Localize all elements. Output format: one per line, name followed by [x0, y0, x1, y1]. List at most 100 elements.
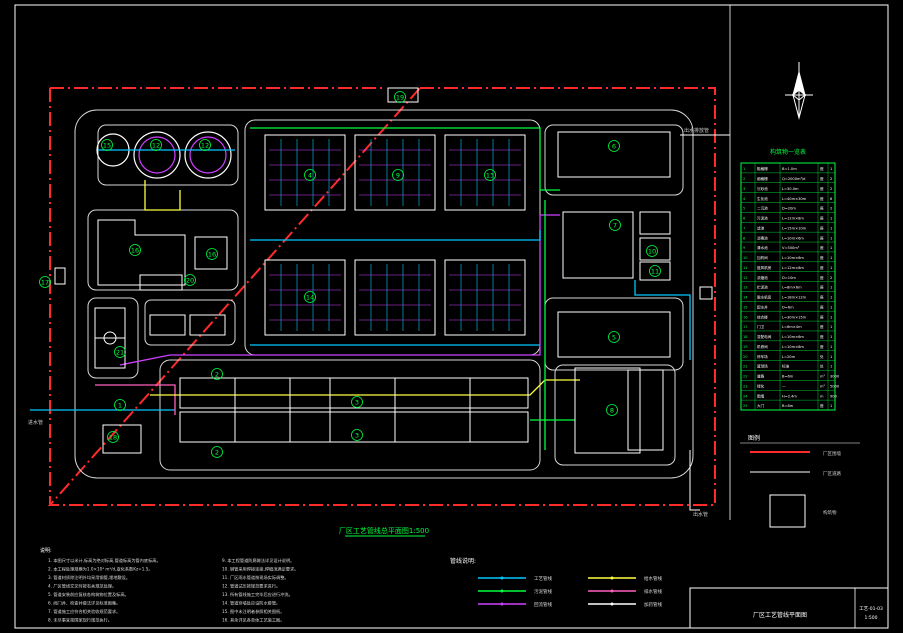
table-cell: 清水池 — [757, 245, 768, 250]
table-cell: H=2.4m — [782, 394, 797, 398]
table-cell: 绿化 — [757, 383, 765, 388]
table-cell: 18 — [743, 335, 748, 339]
title-block — [689, 587, 889, 629]
table-cell: m² — [820, 384, 826, 388]
note-line: 9. 本工程管道防腐做法详见设计说明。 — [222, 557, 294, 564]
table-cell: 座 — [820, 324, 824, 329]
table-cell: L=10m×6m — [782, 335, 804, 339]
table-cell: m — [820, 394, 824, 398]
pipe-legend-title: 管线说明: — [450, 557, 476, 565]
title-block-number: 工艺-01-03 — [859, 606, 883, 612]
table-cell: 10 — [743, 256, 748, 260]
unit-label: 10 — [648, 248, 656, 256]
table-cell: 座 — [820, 206, 824, 211]
table-cell: 座 — [820, 344, 824, 349]
grit-channels — [179, 377, 529, 443]
table-cell: 座 — [820, 285, 824, 290]
table-cell: 滤池 — [757, 225, 765, 230]
table-cell: 4 — [743, 197, 746, 201]
unit-marker-u14: 14 — [304, 291, 316, 303]
table-cell: 座 — [820, 275, 824, 280]
note-line: 14. 管道穿墙处应设防水套管。 — [222, 600, 280, 607]
unit-marker-u12b: 12 — [199, 139, 211, 151]
table-cell: 6 — [830, 197, 833, 201]
table-cell: 13 — [743, 286, 748, 290]
unit-marker-u1: 1 — [114, 399, 126, 411]
table-cell: 3000 — [830, 375, 840, 379]
pipe-legend-label: 加药管线 — [644, 601, 662, 608]
table-cell: 篮球场 — [757, 364, 768, 369]
unit-marker-u19: 19 — [394, 91, 406, 103]
notes-right: 9. 本工程管道防腐做法详见设计说明。 10. 钢管采用焊接连接,焊缝须满足要求。… — [222, 557, 298, 624]
table-cell: 1 — [830, 325, 832, 329]
unit-label: 14 — [306, 294, 314, 302]
unit-label: 4 — [308, 172, 312, 180]
pipe-legend-label: 回流管线 — [534, 601, 552, 608]
unit-label: 12 — [201, 142, 209, 150]
pipe-legend-item: 加药管线 — [588, 601, 662, 608]
table-cell: 2 — [830, 276, 832, 280]
unit-marker-u15: 15 — [101, 139, 113, 151]
table-cell: 24 — [743, 394, 748, 398]
pipe-legend-label: 污泥管线 — [534, 588, 552, 595]
table-cell: 9 — [743, 246, 746, 250]
table-cell: 2 — [830, 207, 832, 211]
table-cell: 门卫 — [757, 324, 765, 329]
table-cell: 11 — [743, 266, 748, 270]
table-cell: B=1.0m — [782, 167, 797, 171]
table-cell: 座 — [820, 166, 824, 171]
table-cell: 1 — [830, 315, 832, 319]
table-cell: 15 — [743, 305, 748, 309]
table-cell: 1 — [830, 217, 832, 221]
table-cell: 22 — [743, 375, 748, 379]
unit-label: 21 — [116, 349, 124, 357]
effluent-pipe-label: 出水排放管 — [684, 127, 709, 134]
pipe-legend-label: 给水管线 — [644, 575, 662, 582]
note-line: 10. 钢管采用焊接连接,焊缝须满足要求。 — [222, 566, 298, 573]
title-block-name: 厂区工艺管线平面图 — [753, 611, 807, 619]
pipe-legend-item: 工艺管线 — [478, 575, 552, 582]
table-cell: 贮泥池 — [757, 285, 768, 290]
table-cell: 900 — [830, 394, 838, 398]
table-cell: L=15m×10m — [782, 226, 807, 230]
legend-road-label: 厂区道路 — [823, 470, 841, 477]
table-cell: 变配电间 — [757, 334, 772, 339]
table-cell: 1 — [830, 365, 832, 369]
unit-marker-u3b: 3 — [351, 429, 363, 441]
table-cell: L=8m×6m — [782, 286, 802, 290]
table-cell: 道路 — [757, 374, 765, 379]
unit-marker-u2a: 2 — [211, 368, 223, 380]
table-cell: 2 — [830, 177, 832, 181]
table-cell: 综合楼 — [757, 314, 768, 319]
table-cell: 1 — [830, 246, 832, 250]
note-line: 2. 本工程处理规模为1.0×10⁴ m³/d,变化系数Kz=1.5。 — [48, 566, 153, 573]
table-cell: 6 — [743, 217, 746, 221]
unit-label: 8 — [610, 407, 614, 415]
table-cell: 标准 — [782, 364, 790, 369]
table-cell: m² — [820, 375, 826, 379]
table-cell: 1 — [830, 345, 832, 349]
plant-boundary-wall — [47, 87, 716, 506]
unit-label: 19 — [396, 94, 404, 102]
unit-label: 18 — [109, 434, 117, 442]
table-cell: 21 — [743, 365, 748, 369]
table-cell: 座 — [820, 196, 824, 201]
notes-left: 1. 本图尺寸以米计,标高为绝对标高,管道标高为管内底标高。2. 本工程处理规模… — [48, 557, 161, 624]
table-cell: 处 — [820, 364, 824, 369]
table-cell: 二沉池 — [757, 206, 768, 211]
note-line: 8. 未尽事宜按国家现行规范执行。 — [48, 617, 112, 624]
unit-label: 13 — [486, 172, 494, 180]
table-row: 21 篮球场 标准 处 1 — [741, 360, 835, 369]
drawing-title: 厂区工艺管线总平面图1:500 — [339, 526, 429, 535]
